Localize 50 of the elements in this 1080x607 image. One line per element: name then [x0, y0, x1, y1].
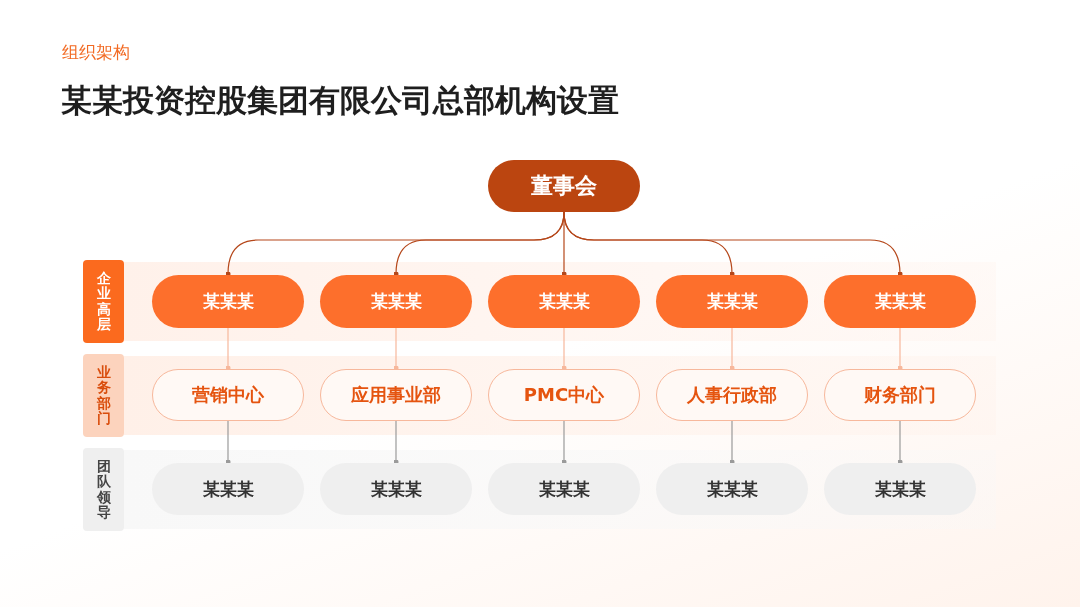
connector-line — [729, 327, 735, 371]
connector-line — [561, 327, 567, 371]
department-pill — [488, 369, 640, 421]
leader-pill — [488, 463, 640, 515]
node-label: 某某某 — [370, 477, 422, 501]
node-label: 财务部门 — [864, 383, 936, 407]
connector-line — [225, 420, 231, 465]
node-label: 某某某 — [202, 477, 254, 501]
executive-pill — [152, 275, 304, 328]
row-tag — [83, 354, 124, 437]
node-label: 董事会 — [531, 172, 597, 200]
node-label: 某某某 — [202, 290, 254, 313]
node-label: 应用事业部 — [351, 383, 441, 407]
department-pill — [320, 369, 472, 421]
connector-line — [393, 420, 399, 465]
leader-pill — [824, 463, 976, 515]
executive-pill — [320, 275, 472, 328]
connector-line — [729, 420, 735, 465]
node-label: 某某某 — [706, 290, 758, 313]
node-label: 某某某 — [874, 290, 926, 313]
leader-pill — [152, 463, 304, 515]
connector-line — [897, 327, 903, 371]
connector-line — [225, 327, 231, 371]
node-label: 某某某 — [370, 290, 422, 313]
connector-line — [561, 420, 567, 465]
board-pill — [488, 160, 640, 212]
leader-pill — [656, 463, 808, 515]
node-label: 营销中心 — [192, 383, 264, 407]
node-label: PMC中心 — [523, 383, 605, 407]
executive-pill — [656, 275, 808, 328]
node-label: 某某某 — [706, 477, 758, 501]
department-pill — [152, 369, 304, 421]
connector-line — [393, 327, 399, 371]
node-label: 某某某 — [538, 290, 590, 313]
connector-line — [561, 211, 567, 277]
row-label: 团队领导 — [96, 458, 111, 521]
node-label: 人事行政部 — [687, 383, 777, 407]
leader-pill — [320, 463, 472, 515]
page-title: 某某投资控股集团有限公司总部机构设置 — [61, 81, 619, 120]
row-label: 业务部门 — [96, 364, 111, 427]
department-pill — [824, 369, 976, 421]
executive-pill — [488, 275, 640, 328]
executive-pill — [824, 275, 976, 328]
connector-line — [897, 420, 903, 465]
node-label: 某某某 — [874, 477, 926, 501]
node-label: 某某某 — [538, 477, 590, 501]
department-pill — [656, 369, 808, 421]
row-label: 企业高层 — [96, 270, 111, 333]
row-tag — [83, 260, 124, 343]
section-label: 组织架构 — [62, 41, 130, 64]
